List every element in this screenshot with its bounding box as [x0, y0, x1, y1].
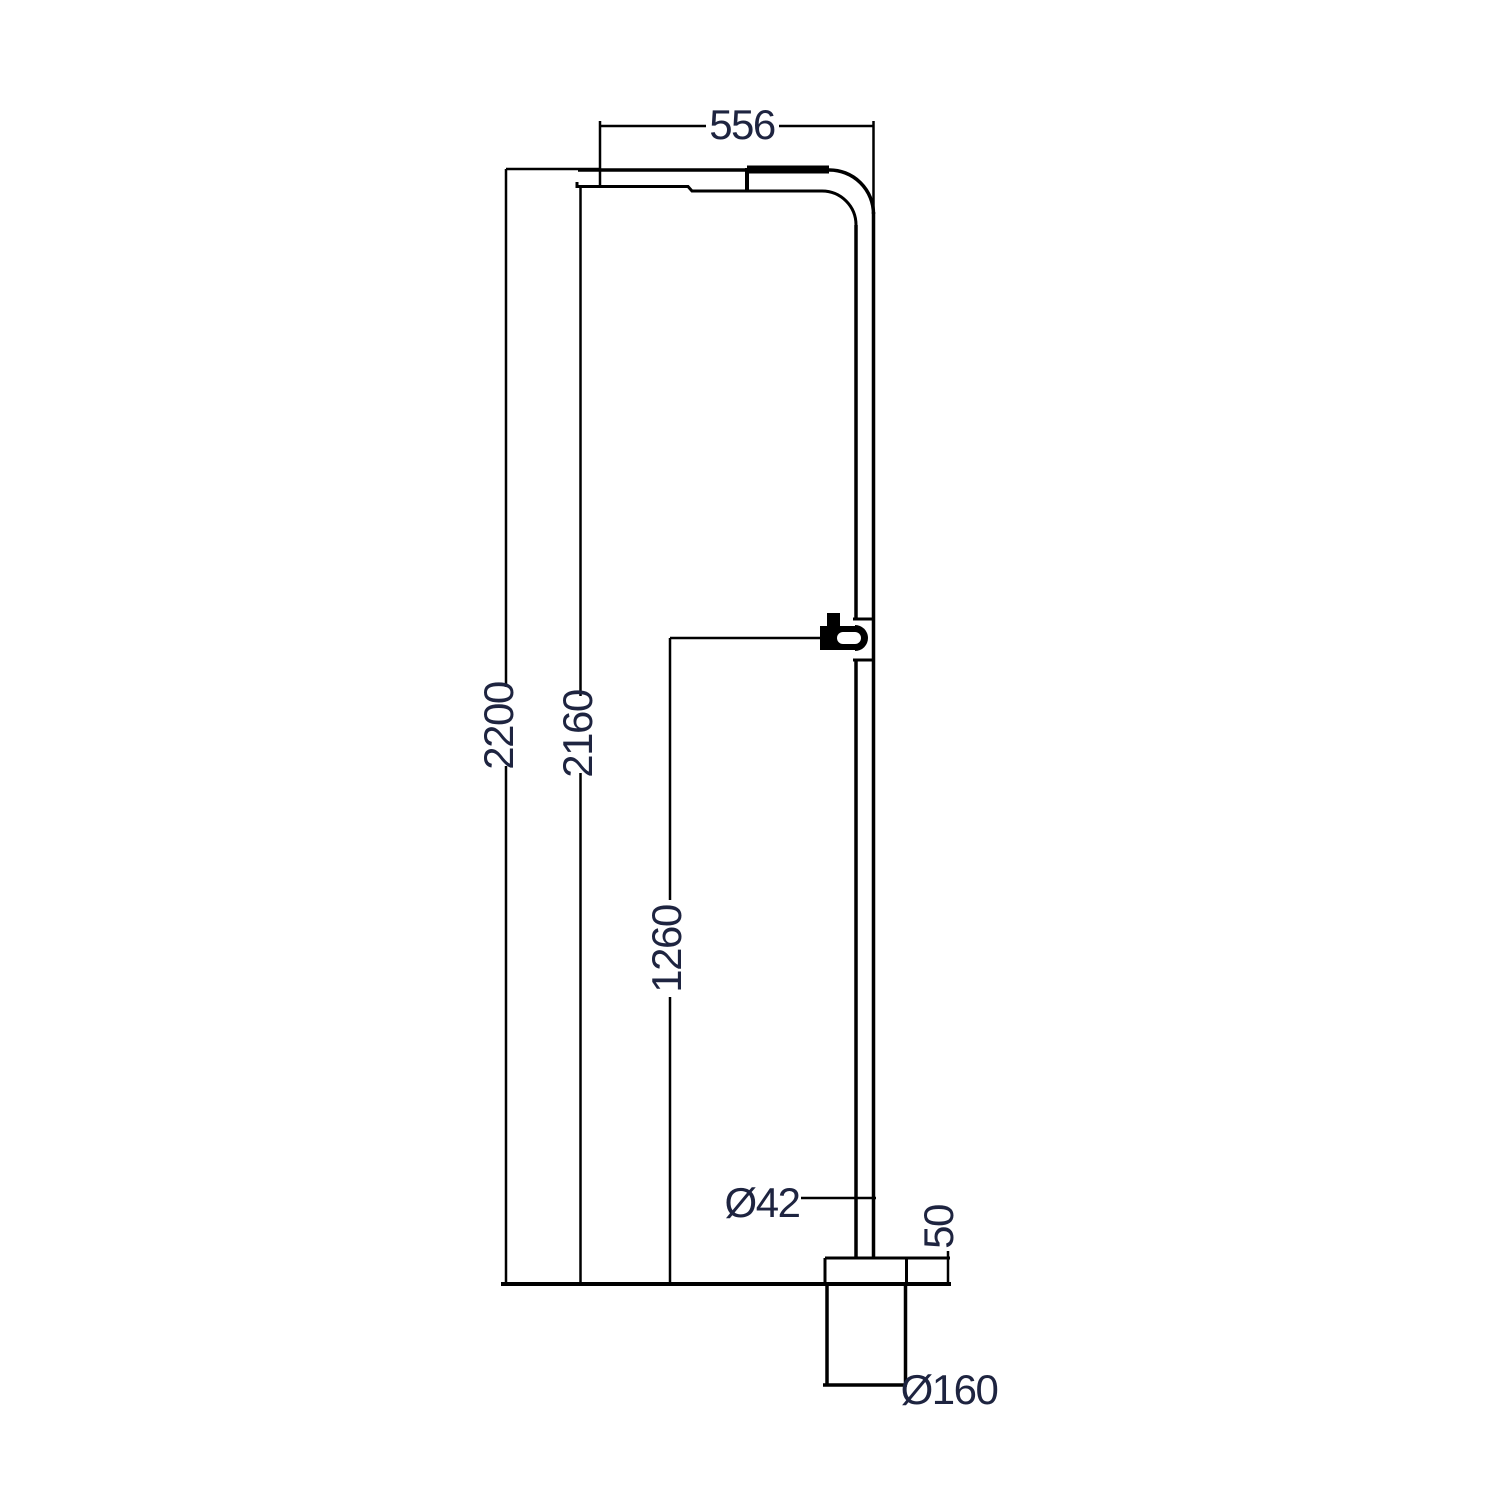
dim-label-overall-height: 2200 — [475, 682, 522, 770]
elbow-inner-curve — [747, 189, 858, 226]
dimension-head-height: 2160 — [554, 187, 601, 1284]
base-cylinder — [823, 1284, 908, 1387]
dimension-pipe-diameter: Ø42 — [725, 1179, 876, 1226]
mixer-handle — [820, 613, 868, 651]
dim-label-top-width: 556 — [709, 101, 775, 148]
dim-label-pipe-diameter: Ø42 — [725, 1179, 800, 1226]
handle-bulge — [855, 625, 868, 651]
dim-label-head-height: 2160 — [554, 690, 601, 778]
handle-slot — [837, 632, 861, 644]
dimension-top-width: 556 — [598, 101, 875, 214]
riser-pipe — [853, 212, 876, 1258]
dimension-base-height: 50 — [915, 1205, 962, 1284]
shower-arm-outline — [747, 165, 876, 226]
dim-label-mixer-height: 1260 — [643, 905, 690, 993]
dimension-base-diameter: Ø160 — [901, 1366, 999, 1413]
dim-label-base-diameter: Ø160 — [901, 1366, 998, 1413]
handle-top-tab — [827, 613, 840, 628]
dim-label-base-height: 50 — [915, 1205, 962, 1249]
dimension-mixer-height: 1260 — [643, 636, 822, 1284]
head-bottom-line — [575, 182, 747, 193]
base-flange — [823, 1256, 950, 1284]
dimension-overall-height: 2200 — [475, 167, 601, 1284]
shower-head-outline — [575, 168, 749, 193]
